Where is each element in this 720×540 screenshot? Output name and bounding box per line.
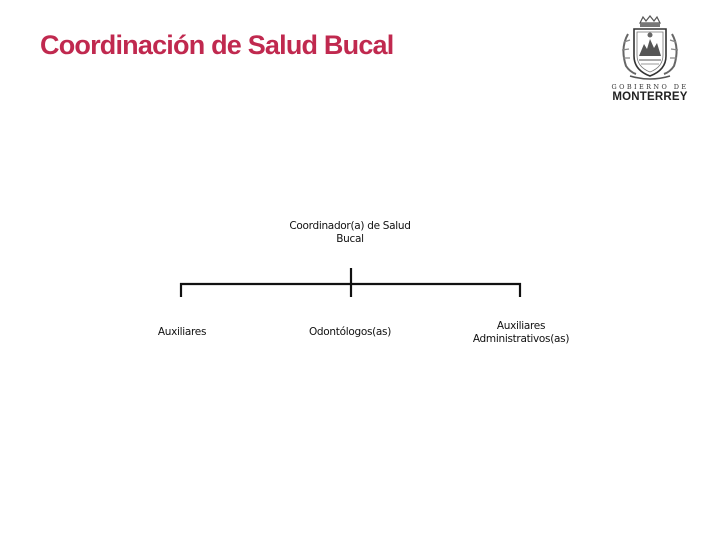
node-odontologos-label: Odontólogos(as) bbox=[308, 326, 392, 338]
node-auxiliares: Auxiliares bbox=[122, 326, 242, 339]
node-coordinador-line1: Coordinador(a) de Salud bbox=[289, 220, 411, 232]
node-auxiliares-administrativos-line2: Administrativos(as) bbox=[472, 333, 570, 345]
logo-line-monterrey: MONTERREY bbox=[612, 91, 688, 103]
node-odontologos: Odontólogos(as) bbox=[290, 326, 410, 339]
node-coordinador: Coordinador(a) de Salud Bucal bbox=[270, 220, 430, 246]
node-coordinador-line2: Bucal bbox=[336, 233, 364, 245]
node-auxiliares-administrativos-line1: Auxiliares bbox=[496, 320, 546, 332]
node-auxiliares-administrativos: Auxiliares Administrativos(as) bbox=[446, 320, 596, 346]
gobierno-monterrey-logo: GOBIERNO DE MONTERREY bbox=[606, 14, 694, 106]
coat-of-arms-icon bbox=[621, 15, 679, 80]
slide-title: Coordinación de Salud Bucal bbox=[40, 30, 394, 60]
node-auxiliares-label: Auxiliares bbox=[157, 326, 207, 338]
logo-line-gobierno: GOBIERNO DE bbox=[611, 83, 689, 91]
